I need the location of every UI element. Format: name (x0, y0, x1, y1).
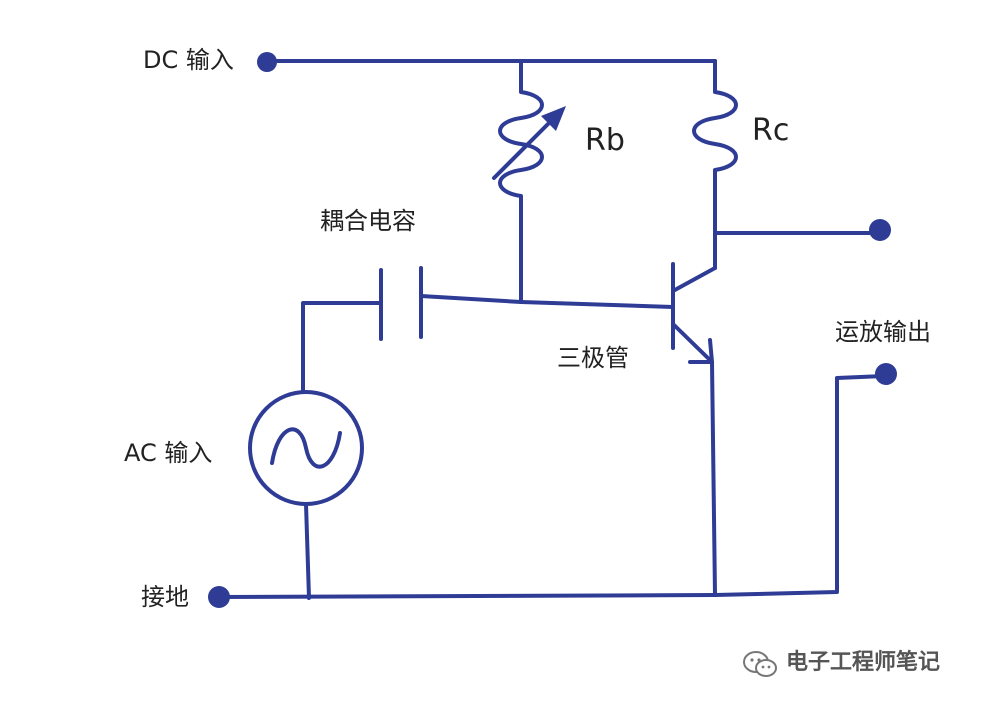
transistor-collector (671, 266, 717, 293)
opamp-output-label: 运放输出 (835, 318, 931, 346)
watermark-text: 电子工程师笔记 (786, 650, 941, 675)
rc-resistor (692, 59, 738, 270)
ground-to-opamp-wire (713, 374, 886, 597)
emitter-wire (710, 360, 717, 597)
ac-input-label: AC 输入 (124, 439, 213, 467)
collector-output-terminal (869, 219, 891, 241)
wechat-icon (743, 651, 777, 677)
base-wire (519, 300, 675, 309)
ground-terminal (208, 586, 230, 608)
ac-source-ground-wire (304, 502, 311, 600)
cap-right-wire (419, 294, 523, 304)
rb-adjust-arrow (492, 114, 558, 180)
transistor-emitter (671, 322, 714, 364)
rb-label: Rb (585, 123, 625, 158)
rc-label: Rc (752, 113, 790, 148)
ground-label: 接地 (141, 583, 189, 611)
cap-left-wire (301, 301, 383, 394)
transistor-label: 三极管 (557, 344, 629, 372)
dc-input-terminal (257, 52, 277, 72)
rb-resistor (498, 59, 544, 304)
rb-arrowhead (541, 106, 566, 131)
dc-input-label: DC 输入 (143, 46, 234, 74)
coupling-cap-label: 耦合电容 (320, 207, 416, 235)
ac-source-sine (270, 427, 342, 469)
ground-rail-wire (217, 593, 717, 599)
opamp-output-terminal (875, 363, 897, 385)
